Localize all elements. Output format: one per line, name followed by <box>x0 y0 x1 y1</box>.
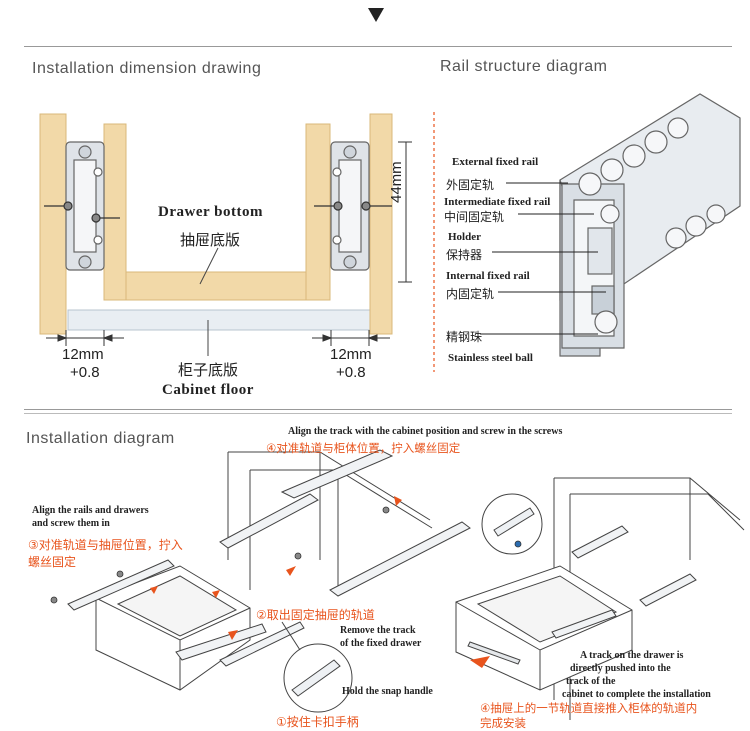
external-rail-cn: 外固定轨 <box>446 178 495 192</box>
red-markers <box>150 496 490 668</box>
step1-en: Hold the snap handle <box>342 686 433 697</box>
left-screws <box>44 201 120 223</box>
left-gap-dimension <box>46 330 124 346</box>
step4-cn: ④对准轨道与柜体位置，拧入螺丝固定 <box>266 441 461 455</box>
right-screws <box>314 201 392 211</box>
final-en-4: cabinet to complete the installation <box>562 689 711 700</box>
drawer-bottom-en: Drawer bottom <box>158 204 263 220</box>
left-cabinet-wall <box>39 113 67 335</box>
cabinet-floor <box>67 309 373 331</box>
step4-en: Align the track with the cabinet positio… <box>288 426 563 437</box>
holder-en: Holder <box>448 231 481 243</box>
down-triangle-icon <box>368 8 384 22</box>
steel-ball-en: Stainless steel ball <box>448 352 533 364</box>
drawer-bottom-board <box>125 271 307 301</box>
cabinet-floor-cn: 柜子底版 <box>178 361 239 379</box>
screws-small <box>50 506 522 604</box>
right-drawer-wall <box>305 123 331 301</box>
intermediate-rail-cn: 中间固定轨 <box>444 210 505 224</box>
steel-ball-cn: 精钢珠 <box>446 330 483 344</box>
final-en-1: A track on the drawer is <box>580 650 684 661</box>
step2-en-2: of the fixed drawer <box>340 638 422 649</box>
middle-divider <box>24 409 732 410</box>
right-cabinet-wall <box>369 113 393 335</box>
right-gap-label: 12mm <box>330 346 372 363</box>
rail-leaders <box>480 182 606 335</box>
right-gap-dimension <box>312 330 390 346</box>
step1-cn: ①按住卡扣手柄 <box>276 715 359 729</box>
top-divider <box>24 46 732 47</box>
step2-en-1: Remove the track <box>340 625 416 636</box>
height-label: 44mm <box>388 161 405 203</box>
step3-cn-2: 螺丝固定 <box>28 555 77 569</box>
cabinet-floor-en: Cabinet floor <box>162 382 254 398</box>
step2-cn: ②取出固定抽屉的轨道 <box>256 608 375 622</box>
right-rail <box>330 141 370 271</box>
intermediate-rail-en: Intermediate fixed rail <box>444 196 551 208</box>
internal-rail-en: Internal fixed rail <box>446 270 530 282</box>
final-cn-1: ④抽屉上的一节轨道直接推入柜体的轨道内 <box>480 701 698 715</box>
external-rail-en: External fixed rail <box>452 156 539 168</box>
step3-cn-1: ③对准轨道与抽屉位置，拧入 <box>28 538 183 552</box>
rail-profile <box>559 93 741 357</box>
right-gap-tolerance: +0.8 <box>336 364 366 381</box>
left-gap-tolerance: +0.8 <box>70 364 100 381</box>
step3-en-1: Align the rails and drawers <box>32 505 149 516</box>
rail-title: Rail structure diagram <box>440 58 608 75</box>
final-en-3: track of the <box>566 676 616 687</box>
holder-cn: 保持器 <box>446 248 483 262</box>
final-en-2: directly pushed into the <box>570 663 671 674</box>
internal-rail-cn: 内固定轨 <box>446 287 495 301</box>
drawer-bottom-leader <box>199 247 219 285</box>
middle-divider-2 <box>24 413 732 414</box>
left-rail <box>65 141 105 271</box>
drawer-bottom-cn: 抽屉底版 <box>180 231 241 249</box>
step3-en-2: and screw them in <box>32 518 110 529</box>
height-dimension <box>398 141 412 283</box>
final-cn-2: 完成安装 <box>480 716 526 730</box>
dimension-title: Installation dimension drawing <box>32 60 262 77</box>
left-gap-label: 12mm <box>62 346 104 363</box>
left-drawer-wall <box>103 123 127 301</box>
install-title: Installation diagram <box>26 430 175 447</box>
install-sketch <box>67 449 745 720</box>
